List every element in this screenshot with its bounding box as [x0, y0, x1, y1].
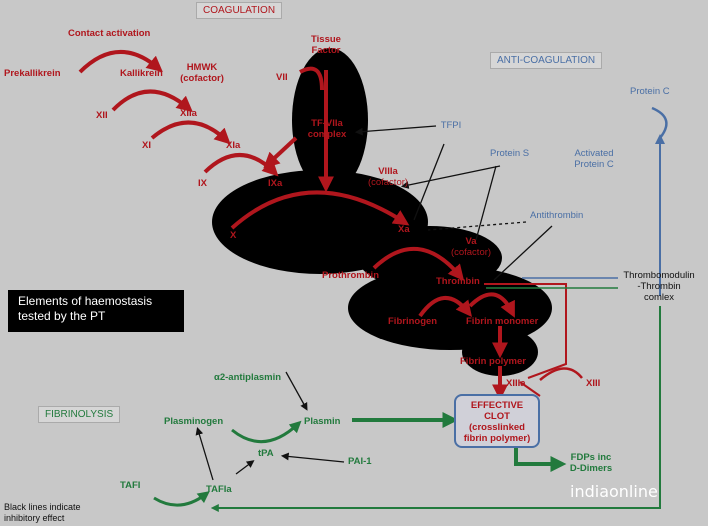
hmwk-label: HMWK (cofactor) [176, 62, 228, 84]
clot-line1: EFFECTIVE [470, 400, 524, 411]
xi-label: XI [142, 140, 151, 151]
fdps-label: FDPs inc D-Dimers [564, 452, 618, 474]
anticoagulation-arrows [522, 106, 668, 279]
tafia-label: TAFIa [206, 484, 232, 495]
activated-pc-line1: Activated [574, 148, 614, 159]
tfpi-label: TFPI [440, 120, 462, 131]
fibrinogen-label: Fibrinogen [388, 316, 438, 327]
viiia-label: VIIIa (cofactor) [364, 166, 412, 188]
activated-protein-c-label: Activated Protein C [566, 148, 622, 170]
xiiia-label: XIIIa [506, 378, 526, 389]
thrombomodulin-line2: -Thrombin [637, 281, 681, 292]
inhibitory-legend-line2: inhibitory effect [4, 513, 65, 523]
xa-label: Xa [398, 224, 410, 235]
protein-c-label: Protein C [630, 86, 670, 97]
tafi-label: TAFI [120, 480, 141, 491]
clot-line4: fibrin polymer) [463, 433, 531, 444]
watermark-logo: indiaonline [570, 482, 658, 501]
fibrinolysis-header: FIBRINOLYSIS [38, 406, 121, 423]
fdps-line2: D-Dimers [569, 463, 613, 474]
prothrombin-label: Prothrombin [322, 270, 379, 281]
tpa-label: tPA [258, 448, 274, 459]
tissue-factor-label: Tissue Factor [302, 34, 350, 56]
ix-label: IX [198, 178, 207, 189]
tissue-factor-line1: Tissue [311, 34, 341, 45]
anticoagulation-header: ANTI-COAGULATION [490, 52, 603, 69]
kallikrein-label: Kallikrein [120, 68, 163, 79]
clot-line3: (crosslinked [469, 422, 525, 433]
viiia-name: VIIIa [378, 166, 398, 177]
va-cofactor: (cofactor) [450, 247, 492, 258]
prekallikrein-label: Prekallikrein [4, 68, 61, 79]
thrombomodulin-line3: comlex [643, 292, 675, 303]
protein-s-label: Protein S [490, 148, 530, 159]
activated-pc-line2: Protein C [574, 159, 614, 170]
fibrin-polymer-label: Fibrin polymer [460, 356, 526, 367]
xiiia-to-clot-arrow [519, 381, 541, 397]
pai1-label: PAI-1 [348, 456, 372, 467]
effective-clot-box: EFFECTIVE CLOT (crosslinked fibrin polym… [454, 394, 540, 448]
xii-label: XII [96, 110, 108, 121]
plasminogen-label: Plasminogen [164, 416, 224, 427]
inhibitory-legend-line1: Black lines indicate [4, 502, 81, 512]
x-label: X [230, 230, 237, 241]
tf-viia-line2: complex [307, 129, 347, 140]
viiia-cofactor: (cofactor) [367, 177, 409, 188]
hmwk-cofactor: (cofactor) [180, 73, 224, 84]
vii-label: VII [276, 72, 288, 83]
a2-antiplasmin-label: α2-antiplasmin [214, 372, 282, 383]
ixa-label: IXa [268, 178, 283, 189]
thrombomodulin-line1: Thrombomodulin [623, 270, 695, 281]
coagulation-header: COAGULATION [196, 2, 283, 19]
fibrinolysis-arrows [153, 134, 665, 512]
va-label: Va (cofactor) [446, 236, 496, 258]
pt-legend-line1: Elements of haemostasis [18, 294, 153, 308]
coagulation-arrows [78, 50, 583, 401]
xia-label: XIa [226, 140, 241, 151]
xiii-label: XIII [586, 378, 601, 389]
contact-activation-label: Contact activation [68, 28, 151, 39]
antithrombin-label: Antithrombin [530, 210, 584, 221]
inhibitory-legend: Black lines indicate inhibitory effect [4, 502, 81, 524]
plasmin-label: Plasmin [304, 416, 341, 427]
clot-line2: CLOT [484, 411, 510, 422]
va-name: Va [465, 236, 477, 247]
thrombomodulin-label: Thrombomodulin -Thrombin comlex [616, 270, 702, 303]
tf-viia-complex-label: TF-VIIa complex [300, 118, 354, 140]
tissue-factor-line2: Factor [311, 45, 341, 56]
inhibitory-lines [195, 125, 553, 481]
fdps-line1: FDPs inc [570, 452, 612, 463]
thrombin-label: Thrombin [436, 276, 480, 287]
thrombin-feedback [484, 283, 567, 379]
fibrin-monomer-label: Fibrin monomer [466, 316, 539, 327]
xiia-label: XIIa [180, 108, 197, 119]
hmwk-name: HMWK [186, 62, 218, 73]
pt-legend-box: Elements of haemostasis tested by the PT [8, 290, 184, 332]
tf-viia-line1: TF-VIIa [311, 118, 343, 129]
pt-legend-line2: tested by the PT [18, 309, 106, 323]
